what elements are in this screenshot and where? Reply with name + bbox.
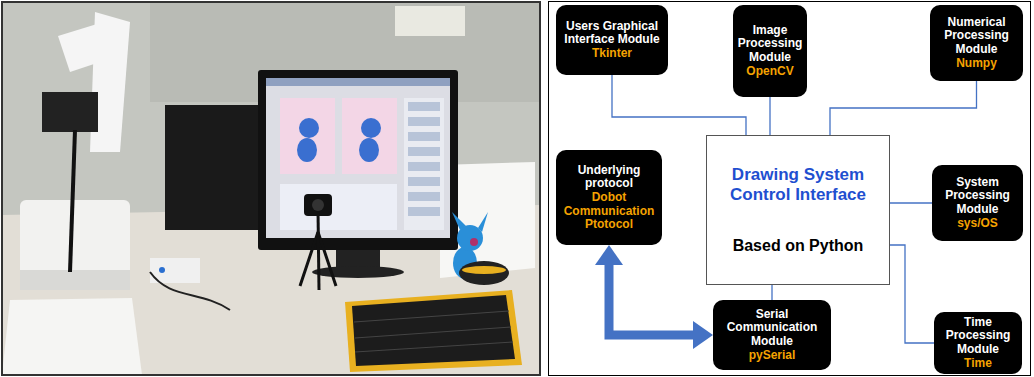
- monitor-screen: [266, 78, 450, 238]
- library-name: pySerial: [717, 349, 827, 362]
- image-panel: [280, 98, 335, 174]
- connector-line: [890, 203, 932, 204]
- module-box: Users Graphical Interface ModuleTkinter: [556, 5, 668, 75]
- module-box: Underlying protocolDobot Communication P…: [556, 150, 662, 245]
- wall-background: [2, 2, 540, 375]
- robot-base-foot: [20, 270, 130, 290]
- tripod-leg: [318, 210, 319, 290]
- monitor-base: [312, 266, 404, 278]
- module-box: Numerical Processing ModuleNumpy: [930, 5, 1023, 81]
- back-monitor: [165, 105, 265, 230]
- robot-base: [20, 200, 130, 290]
- library-name: Dobot Communication Ptotocol: [560, 191, 658, 231]
- panel-border: [549, 2, 1031, 376]
- toy-nose: [470, 238, 478, 246]
- screen-panel: [280, 184, 397, 230]
- key-row: [354, 311, 509, 322]
- connector-path: [890, 202, 932, 203]
- webcam-lens: [312, 199, 324, 211]
- arrow-head: [595, 245, 623, 265]
- connector-line: [770, 97, 771, 135]
- robot-joint: [42, 92, 98, 132]
- screen-toy: [359, 138, 379, 162]
- interface-subtitle: Based on Python: [715, 236, 881, 255]
- toy-ear: [478, 212, 488, 232]
- key-row: [355, 327, 511, 338]
- screen-toy: [361, 118, 381, 138]
- screen-button: [408, 132, 440, 141]
- module-name: Serial Communication Module: [717, 308, 827, 348]
- monitor-bezel: [258, 70, 458, 250]
- module-box: System Processing Modulesys/OS: [932, 165, 1023, 241]
- screen-button: [408, 177, 440, 186]
- screen-button: [408, 117, 440, 126]
- module-name: Image Processing Module: [737, 24, 803, 64]
- library-name: sys/OS: [936, 217, 1019, 230]
- library-name: OpenCV: [737, 65, 803, 78]
- webcam: [304, 194, 332, 216]
- screen-button: [408, 102, 440, 111]
- module-name: System Processing Module: [936, 176, 1019, 216]
- library-name: Numpy: [934, 57, 1019, 70]
- connector-path: [771, 285, 772, 300]
- key-row: [355, 342, 513, 352]
- cable: [150, 272, 230, 310]
- library-name: Time: [938, 357, 1018, 370]
- module-name: Time Processing Module: [938, 316, 1018, 356]
- keyboard-frame: [345, 290, 522, 372]
- interface-title: Drawing System Control Interface: [715, 165, 881, 206]
- connector-line: [612, 75, 746, 135]
- wall-notice: [395, 6, 465, 36]
- screen-button: [408, 207, 440, 216]
- screen-controls: [404, 98, 444, 230]
- controller-led: [159, 267, 165, 273]
- connector-line: [830, 81, 977, 135]
- window-titlebar: [266, 78, 450, 86]
- screen-button: [408, 192, 440, 201]
- connector-line: [772, 285, 773, 300]
- connector-path: [890, 245, 934, 343]
- mouse-stripe: [462, 266, 506, 274]
- drawing-paper: [2, 298, 142, 375]
- screen-toy: [299, 118, 319, 138]
- tripod-leg: [318, 232, 336, 286]
- mouse: [459, 261, 509, 285]
- module-name: Users Graphical Interface Module: [560, 20, 664, 46]
- screen-toy: [297, 138, 317, 162]
- connector-path: [612, 75, 746, 135]
- arrow-head: [693, 321, 713, 349]
- screen-button: [408, 162, 440, 171]
- photo-border: [2, 2, 540, 375]
- connector-path: [769, 97, 770, 135]
- connector-line: [890, 245, 934, 343]
- connector-path: [609, 264, 694, 335]
- tripod-leg: [300, 232, 318, 286]
- pen-holder: [70, 130, 75, 272]
- module-box: Image Processing ModuleOpenCV: [733, 5, 807, 97]
- toy-ear: [452, 212, 466, 230]
- connector-path: [830, 81, 977, 135]
- module-box: Serial Communication ModulepySerial: [713, 300, 831, 370]
- library-name: Tkinter: [560, 47, 664, 60]
- image-panel: [342, 98, 397, 174]
- module-name: Numerical Processing Module: [934, 16, 1019, 56]
- module-name: Underlying protocol: [560, 164, 658, 190]
- control-interface-box: Drawing System Control InterfaceBased on…: [706, 135, 890, 285]
- robot-forearm: [58, 20, 118, 72]
- keyboard-keys: [352, 295, 515, 366]
- connector-arrow: [595, 245, 713, 349]
- screen-button: [408, 147, 440, 156]
- module-box: Time Processing ModuleTime: [934, 312, 1022, 374]
